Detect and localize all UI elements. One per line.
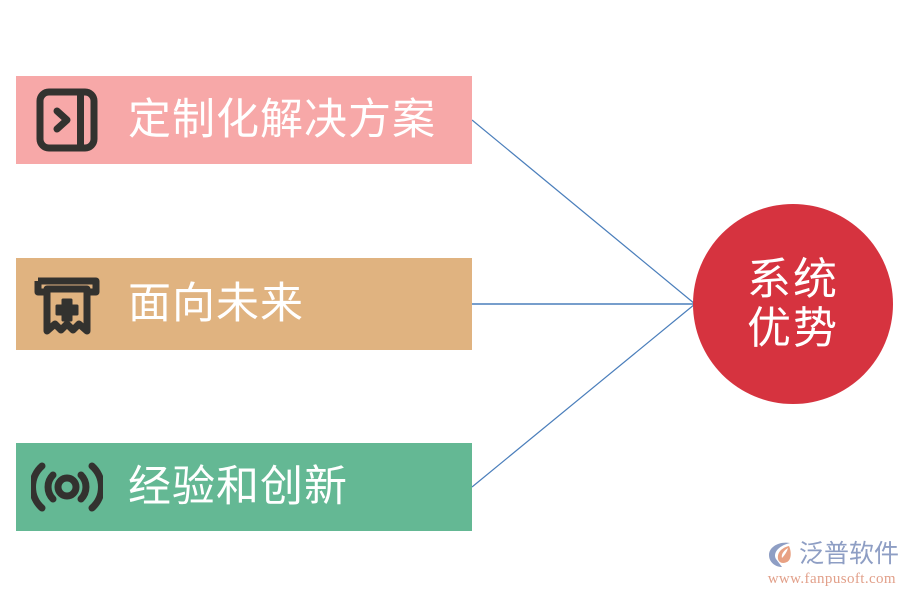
receipt-plus-icon <box>30 267 104 341</box>
broadcast-signal-icon <box>30 450 104 524</box>
brand-row: 泛普软件 <box>766 538 900 570</box>
feature-bar-label: 面向未来 <box>128 279 304 328</box>
feature-bar-future-oriented[interactable]: 面向未来 <box>16 258 472 350</box>
connector-line-1 <box>471 119 696 305</box>
brand-name: 泛普软件 <box>799 540 900 568</box>
brand-url: www.fanpusoft.com <box>767 571 896 587</box>
brand-watermark: 泛普软件 www.fanpusoft.com <box>766 538 900 590</box>
feature-bar-customized-solution[interactable]: 定制化解决方案 <box>16 76 472 164</box>
connector-line-3 <box>471 303 696 488</box>
hub-circle-system-advantage[interactable]: 系统 优势 <box>693 204 893 404</box>
hub-label-line-2: 优势 <box>747 304 839 353</box>
sidebar-panel-icon <box>30 83 104 157</box>
feature-bar-label: 定制化解决方案 <box>128 95 436 144</box>
hub-label-line-1: 系统 <box>747 254 839 304</box>
fanpu-swoosh-logo-icon <box>766 539 796 569</box>
feature-bar-label: 经验和创新 <box>128 462 348 511</box>
feature-bar-experience-innovation[interactable]: 经验和创新 <box>16 443 472 531</box>
